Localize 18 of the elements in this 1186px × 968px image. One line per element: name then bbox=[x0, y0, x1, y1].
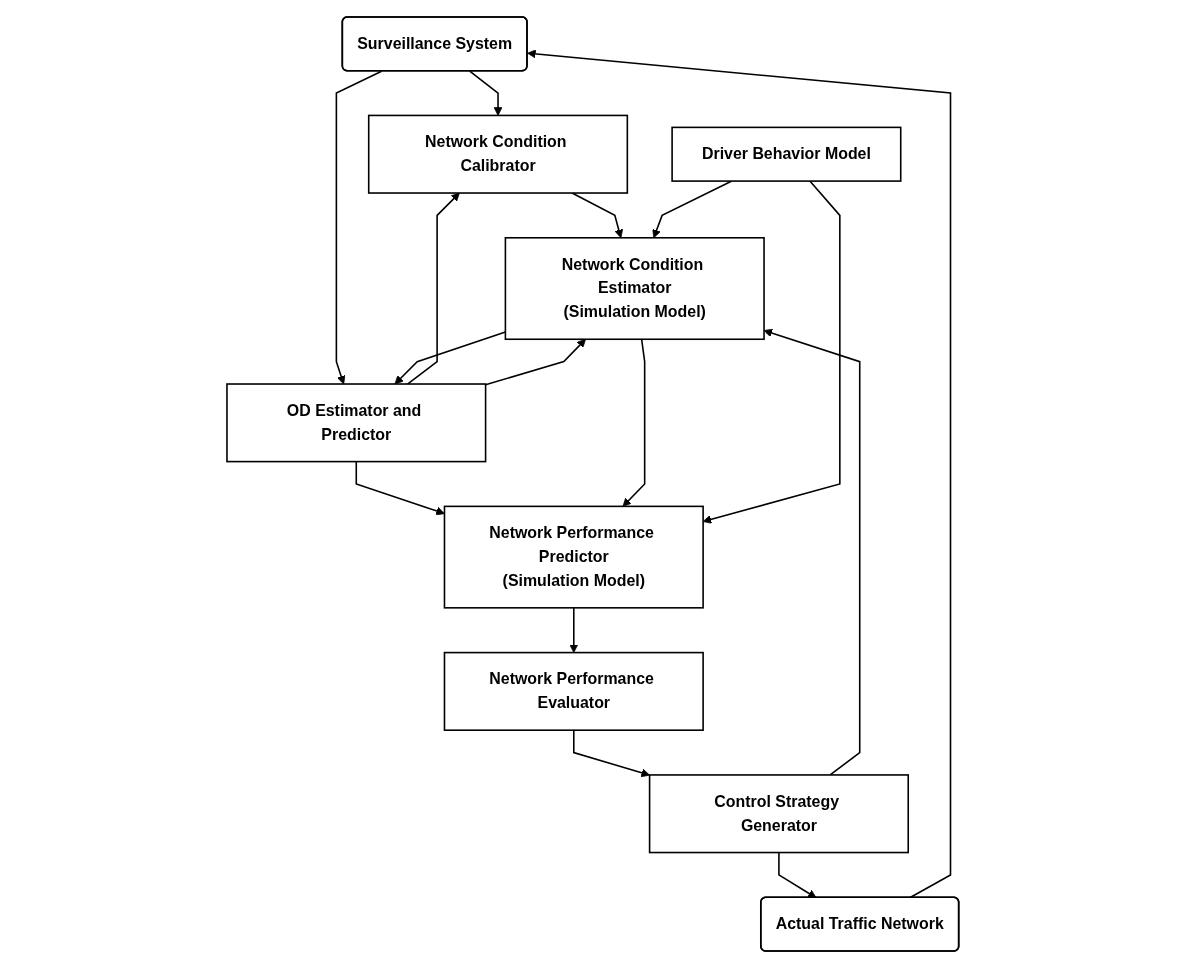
arrow bbox=[527, 49, 952, 899]
arrow bbox=[571, 192, 624, 239]
node-box: Network Condition Calibrator bbox=[368, 114, 629, 194]
node-box: OD Estimator and Predictor bbox=[226, 383, 487, 463]
arrow bbox=[469, 70, 503, 116]
node-box: Network Performance Evaluator bbox=[443, 651, 705, 731]
arrow bbox=[573, 729, 651, 778]
arrow bbox=[778, 851, 817, 899]
arrow bbox=[622, 338, 646, 507]
node-box: Driver Behavior Model bbox=[671, 126, 902, 182]
node-box: Network Performance Predictor (Simulation Model) bbox=[443, 505, 705, 609]
arrow bbox=[652, 180, 733, 239]
arrow bbox=[484, 338, 587, 386]
node-box: Control Strategy Generator bbox=[648, 774, 910, 854]
arrow bbox=[406, 192, 460, 385]
arrow bbox=[569, 607, 579, 653]
arrow bbox=[335, 70, 383, 385]
node-box: Network Condition Estimator (Simulation Model) bbox=[504, 237, 765, 341]
